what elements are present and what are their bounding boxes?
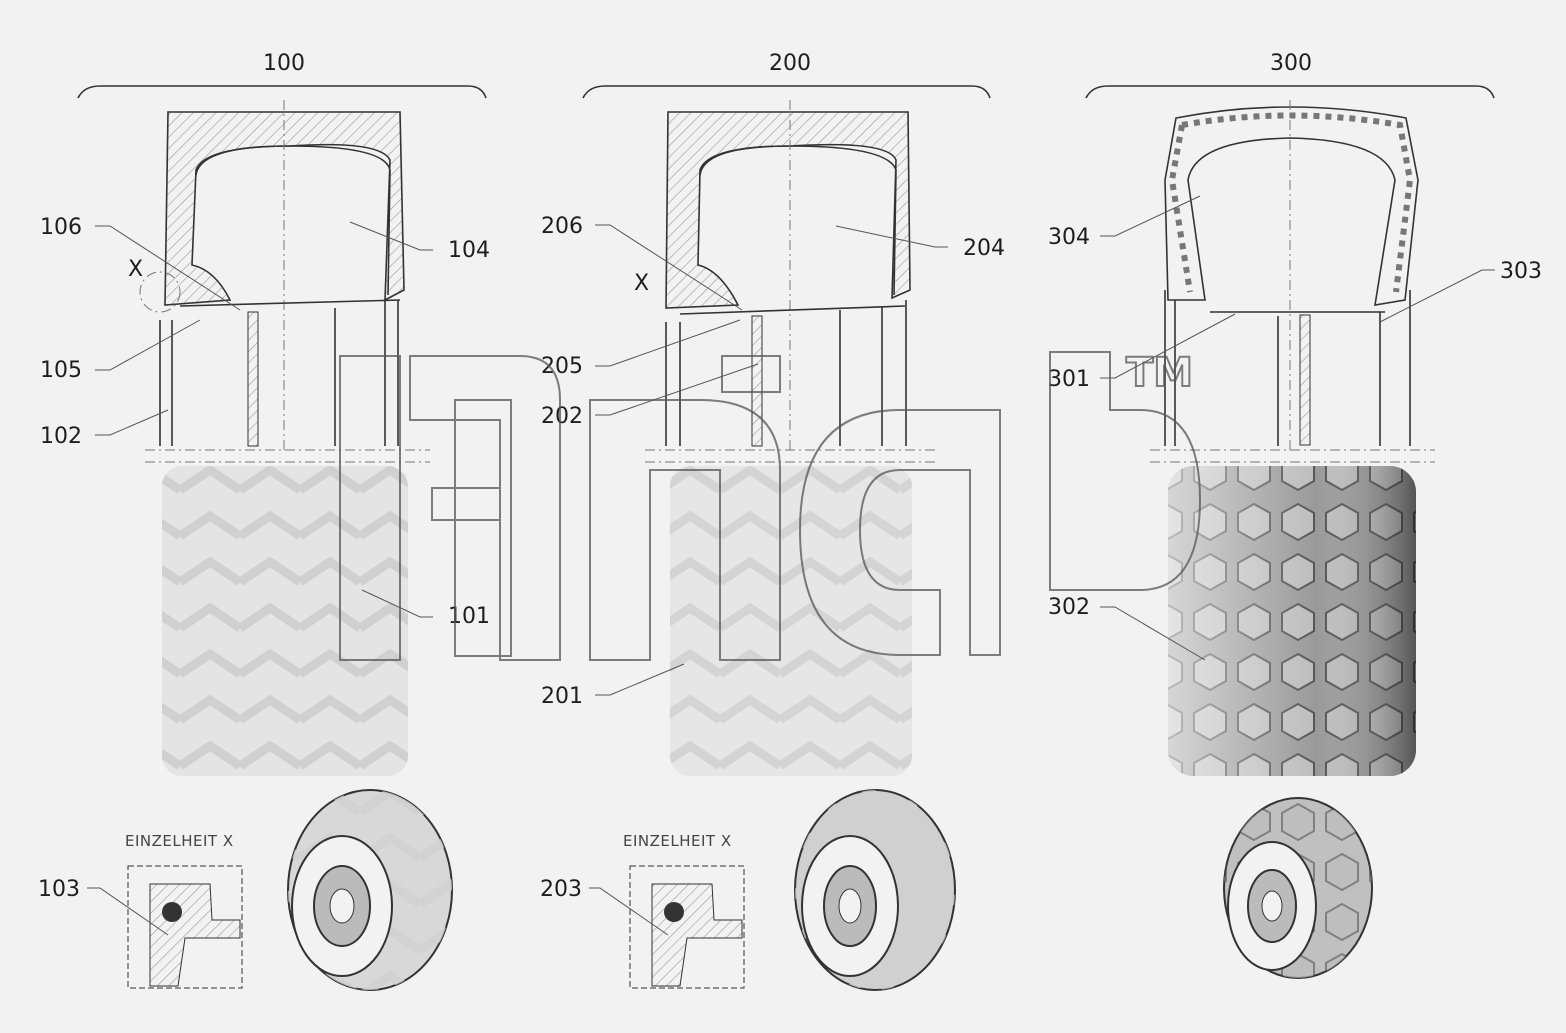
rim-base-200 <box>679 305 906 315</box>
label-106: 106 <box>40 215 82 240</box>
label-302: 302 <box>1048 595 1090 620</box>
detail-circle-x-100 <box>139 271 181 313</box>
tire-section-300 <box>1164 106 1419 306</box>
marker-x-100: X <box>128 257 143 282</box>
detail-title-200: EINZELHEIT X <box>623 832 732 850</box>
detail-view-x-100 <box>127 865 243 989</box>
label-204: 204 <box>963 236 1005 261</box>
group-label-300: 300 <box>1270 51 1312 76</box>
label-104: 104 <box>448 238 490 263</box>
watermark: TM <box>339 349 1202 661</box>
label-203: 203 <box>540 877 582 902</box>
label-105: 105 <box>40 358 82 383</box>
group-label-100: 100 <box>263 51 305 76</box>
detail-view-x-200 <box>629 865 745 989</box>
tire-3d-view-300 <box>1223 797 1373 979</box>
label-201: 201 <box>541 684 583 709</box>
label-303: 303 <box>1500 259 1542 284</box>
group-bracket-300 <box>1085 85 1495 99</box>
label-206: 206 <box>541 214 583 239</box>
reference-labels: 106 104 105 102 101 103 206 204 205 202 … <box>38 214 1542 902</box>
label-202: 202 <box>541 404 583 429</box>
group-bracket-100 <box>77 85 487 99</box>
rim-disc-300 <box>1299 314 1311 446</box>
label-103: 103 <box>38 877 80 902</box>
rim-disc-200 <box>751 315 763 447</box>
detail-title-100: EINZELHEIT X <box>125 832 234 850</box>
label-102: 102 <box>40 424 82 449</box>
tire-assembly-100: 100 <box>77 51 487 991</box>
label-304: 304 <box>1048 225 1090 250</box>
watermark-logo-shape <box>339 355 561 661</box>
group-label-200: 200 <box>769 51 811 76</box>
watermark-tm: TM <box>1126 350 1193 396</box>
label-301: 301 <box>1048 367 1090 392</box>
marker-x-200: X <box>634 271 649 296</box>
rim-disc-100 <box>247 311 259 447</box>
tire-section-200 <box>665 111 911 309</box>
tire-3d-view-200 <box>794 789 956 991</box>
label-205: 205 <box>541 354 583 379</box>
group-bracket-200 <box>582 85 991 99</box>
tire-assembly-300: 300 <box>1085 51 1495 979</box>
leader-lines <box>87 195 1495 936</box>
tire-3d-view-100 <box>287 789 453 991</box>
tire-cavity-100 <box>195 145 391 296</box>
rim-base-100 <box>179 299 401 307</box>
tire-assembly-200: 200 <box>582 51 991 991</box>
